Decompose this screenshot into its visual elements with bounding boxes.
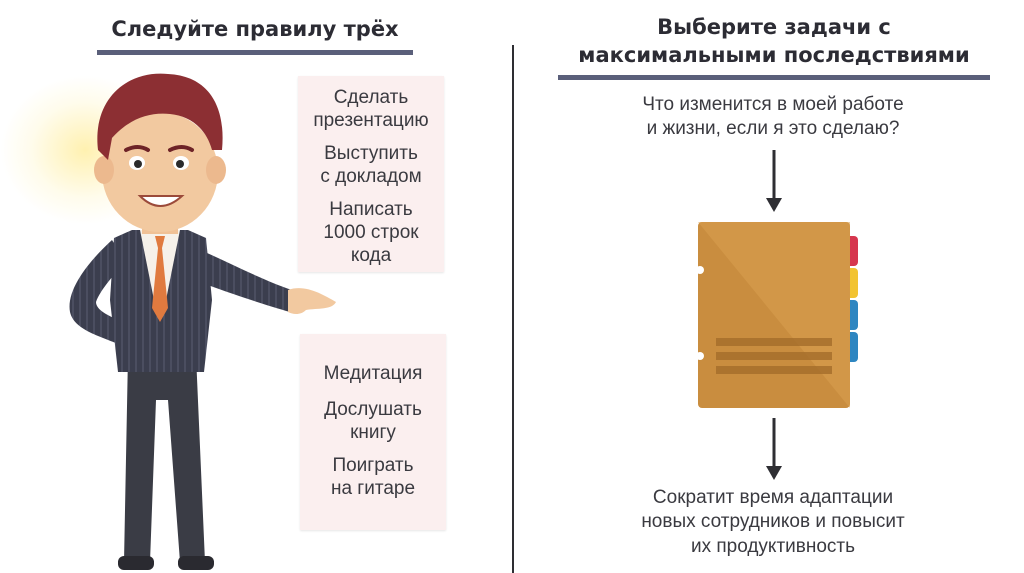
folder-icon xyxy=(696,222,858,408)
arrow-down-icon xyxy=(766,150,782,212)
bottom-note-item: Дослушать книгу xyxy=(324,399,422,443)
result-line3: их продуктивность xyxy=(690,536,856,557)
top-note-item: Написать 1000 строк кода xyxy=(323,199,419,266)
top-note-item: Сделать презентацию xyxy=(313,87,429,131)
right-panel: Выберите задачи с максимальными последст… xyxy=(514,0,1024,573)
right-title-underline xyxy=(558,75,990,80)
result-line2: новых сотрудников и повысит xyxy=(641,511,905,532)
bottom-note: Медитация Дослушать книгу Поиграть на ги… xyxy=(300,334,446,530)
businessman-illustration xyxy=(69,73,336,570)
right-title-line1: Выберите задачи с xyxy=(657,15,891,39)
result-line1: Сократит время адаптации xyxy=(652,487,894,508)
left-title: Следуйте правилу трёх xyxy=(111,17,399,41)
top-note-item: Выступить с докладом xyxy=(320,143,422,187)
left-title-underline xyxy=(97,50,413,55)
panel-divider xyxy=(512,45,514,573)
right-title-line2: максимальными последствиями xyxy=(578,43,970,67)
question-line1: Что изменится в моей работе xyxy=(642,94,904,115)
bottom-note-item: Медитация xyxy=(323,363,423,384)
arrow-down-icon xyxy=(766,418,782,480)
left-panel: Следуйте правилу трёх xyxy=(0,0,510,573)
top-note: Сделать презентацию Выступить с докладом… xyxy=(298,76,444,272)
question-line2: и жизни, если я это сделаю? xyxy=(646,118,900,139)
bottom-note-item: Поиграть на гитаре xyxy=(330,455,416,499)
